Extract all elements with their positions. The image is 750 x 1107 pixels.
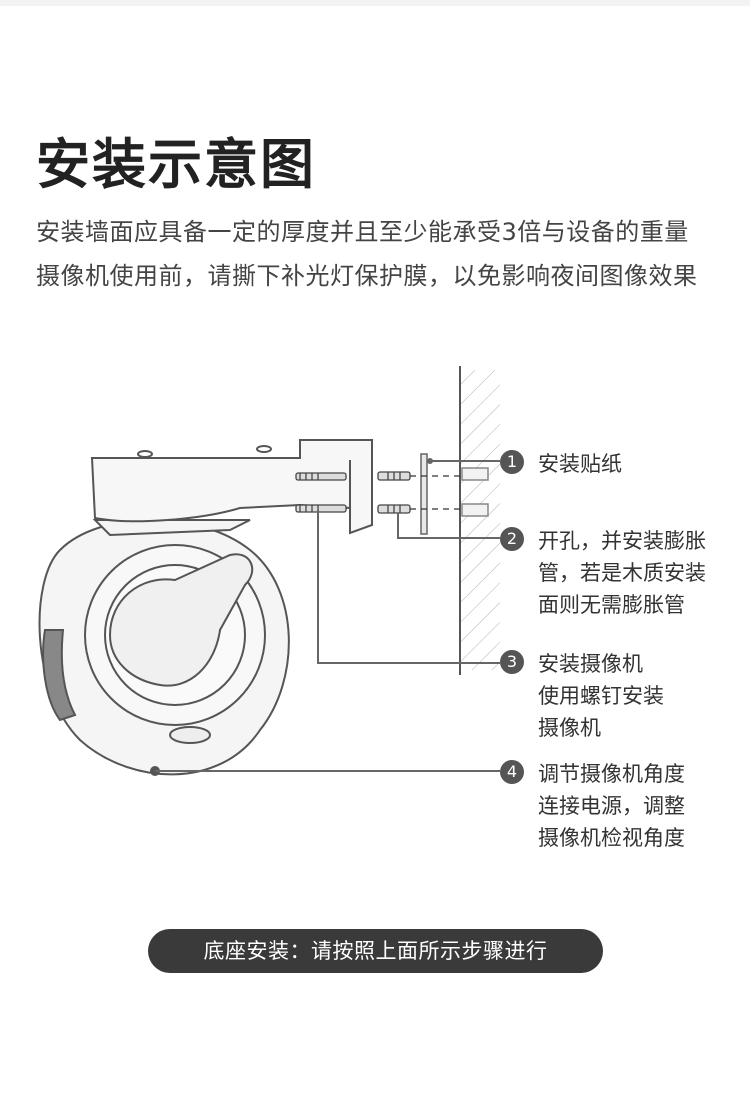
- top-strip: [0, 0, 750, 6]
- footer-banner: 底座安装：请按照上面所示步骤进行: [148, 929, 603, 973]
- step-3-line: 使用螺钉安装: [538, 684, 664, 708]
- step-3: 3 安装摄像机 使用螺钉安装 摄像机: [500, 648, 664, 744]
- step-4-text: 调节摄像机角度 连接电源，调整 摄像机检视角度: [538, 758, 685, 854]
- screws: [295, 471, 411, 514]
- step-1-text: 安装贴纸: [538, 448, 622, 480]
- step-2: 2 开孔，并安装膨胀 管，若是木质安装 面则无需膨胀管: [500, 525, 706, 621]
- camera-body: [38, 519, 290, 776]
- step-4-line: 摄像机检视角度: [538, 826, 685, 850]
- wall-anchors: [461, 467, 489, 517]
- mounting-arm: [90, 439, 373, 535]
- step-2-line: 面则无需膨胀管: [538, 593, 685, 617]
- step-2-line: 开孔，并安装膨胀: [538, 529, 706, 553]
- step-3-line: 安装摄像机: [538, 652, 643, 676]
- step-4-badge: 4: [500, 760, 524, 784]
- step-4-line: 连接电源，调整: [538, 794, 685, 818]
- installation-diagram: [38, 366, 500, 776]
- wall: [459, 366, 500, 675]
- alignment-lines: [410, 475, 462, 510]
- step-1-line: 安装贴纸: [538, 452, 622, 476]
- step-4-line: 调节摄像机角度: [538, 762, 685, 786]
- leader-dot: [427, 458, 433, 464]
- leader-lines: [155, 460, 500, 772]
- sticker-plate: [420, 453, 428, 535]
- camera-neck: [92, 519, 251, 537]
- step-2-badge: 2: [500, 527, 524, 551]
- step-1: 1 安装贴纸: [500, 448, 622, 480]
- description-line-1: 安装墙面应具备一定的厚度并且至少能承受3倍与设备的重量: [36, 218, 689, 246]
- step-2-text: 开孔，并安装膨胀 管，若是木质安装 面则无需膨胀管: [538, 525, 706, 621]
- step-3-text: 安装摄像机 使用螺钉安装 摄像机: [538, 648, 664, 744]
- page-title: 安装示意图: [36, 133, 316, 196]
- step-3-line: 摄像机: [538, 716, 601, 740]
- step-4: 4 调节摄像机角度 连接电源，调整 摄像机检视角度: [500, 758, 685, 854]
- description-line-2: 摄像机使用前，请撕下补光灯保护膜，以免影响夜间图像效果: [36, 262, 698, 290]
- step-3-badge: 3: [500, 650, 524, 674]
- step-1-badge: 1: [500, 450, 524, 474]
- step-2-line: 管，若是木质安装: [538, 561, 706, 585]
